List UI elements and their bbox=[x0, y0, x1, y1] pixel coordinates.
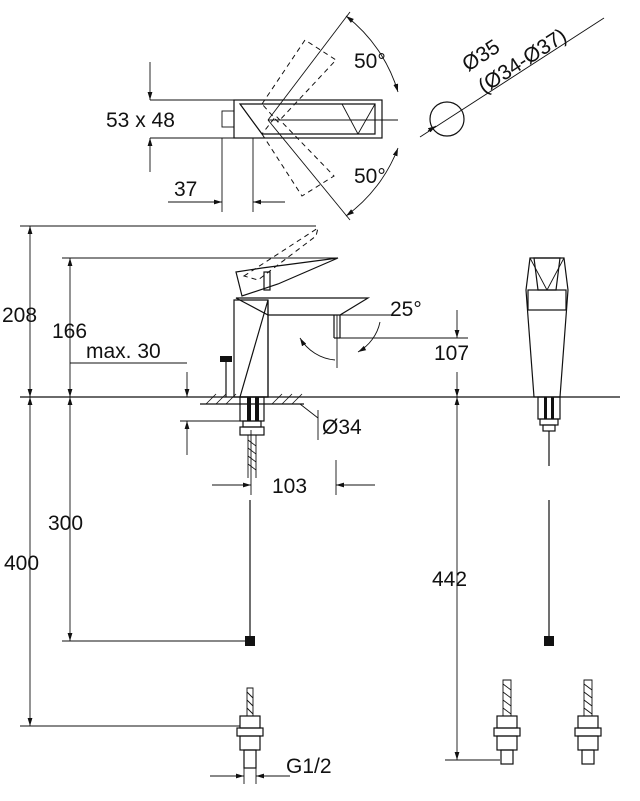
side-view-lever bbox=[533, 257, 561, 291]
connector-left bbox=[236, 687, 264, 769]
label-swivel-top: 50° bbox=[354, 50, 386, 73]
dim-442 bbox=[445, 397, 500, 761]
dim-103 bbox=[212, 430, 375, 495]
top-view-spout-outline bbox=[238, 103, 376, 135]
connector-right-1 bbox=[493, 679, 521, 765]
label-max-30: max. 30 bbox=[86, 340, 161, 363]
faucet-body bbox=[233, 299, 269, 398]
mounting-assembly bbox=[200, 393, 304, 478]
connector-right-2 bbox=[574, 679, 602, 765]
label-base-size: 53 x 48 bbox=[106, 109, 175, 132]
label-offset-37: 37 bbox=[174, 178, 197, 201]
top-view-lever-stub bbox=[221, 110, 235, 128]
label-height-107: 107 bbox=[434, 342, 469, 365]
label-depth-400: 400 bbox=[4, 552, 39, 575]
side-view bbox=[525, 257, 569, 646]
faucet-body-facet bbox=[239, 299, 269, 398]
dim-400 bbox=[20, 397, 240, 727]
dim-diameter-34 bbox=[299, 403, 319, 440]
dim-300 bbox=[62, 397, 245, 642]
dim-166 bbox=[62, 257, 338, 397]
popup-knob bbox=[220, 356, 232, 362]
dim-g-half bbox=[210, 768, 290, 784]
top-view-body bbox=[233, 99, 383, 139]
lever-open-position bbox=[242, 226, 319, 281]
top-view bbox=[147, 11, 399, 221]
label-height-208: 208 bbox=[2, 304, 37, 327]
label-swivel-bottom: 50° bbox=[354, 165, 386, 188]
mounting-hole-symbol bbox=[419, 17, 605, 138]
dim-107 bbox=[338, 310, 468, 397]
front-view bbox=[20, 226, 620, 769]
label-hose-442: 442 bbox=[432, 568, 467, 591]
label-angle-25: 25° bbox=[390, 298, 422, 321]
swivel-position-upper bbox=[261, 39, 337, 123]
dim-208 bbox=[20, 225, 316, 397]
label-diameter-34: Ø34 bbox=[322, 416, 362, 439]
label-depth-300: 300 bbox=[48, 512, 83, 535]
side-view-body bbox=[525, 257, 569, 398]
dim-25-deg bbox=[299, 314, 400, 368]
label-height-166: 166 bbox=[52, 320, 87, 343]
lever bbox=[235, 257, 339, 297]
label-thread-g-half: G1/2 bbox=[286, 755, 332, 778]
label-reach-103: 103 bbox=[272, 475, 307, 498]
swivel-position-lower bbox=[261, 115, 335, 197]
